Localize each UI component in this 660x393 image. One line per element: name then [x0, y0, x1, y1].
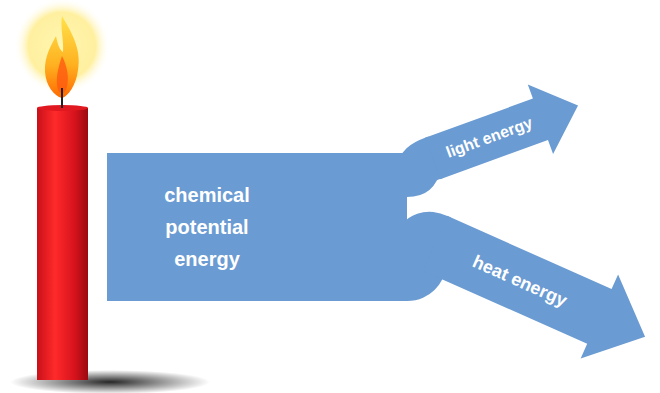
energy-arrow: heat energy — [416, 201, 660, 379]
energy-label: heat energy — [428, 218, 611, 344]
flame — [45, 16, 79, 98]
arrow-outline — [416, 201, 660, 379]
energy-label: light energy — [430, 99, 547, 178]
candle-wax — [37, 108, 88, 380]
energy-flow — [405, 157, 436, 175]
energy-band: chemical potential energy — [107, 153, 407, 301]
energy-arrow: light energy — [420, 71, 591, 193]
candle-wick — [61, 88, 63, 108]
flame-core — [57, 56, 68, 93]
flame-glow — [14, 0, 110, 94]
energy-label: chemical potential energy — [147, 179, 267, 275]
arrow-outline — [420, 71, 591, 193]
